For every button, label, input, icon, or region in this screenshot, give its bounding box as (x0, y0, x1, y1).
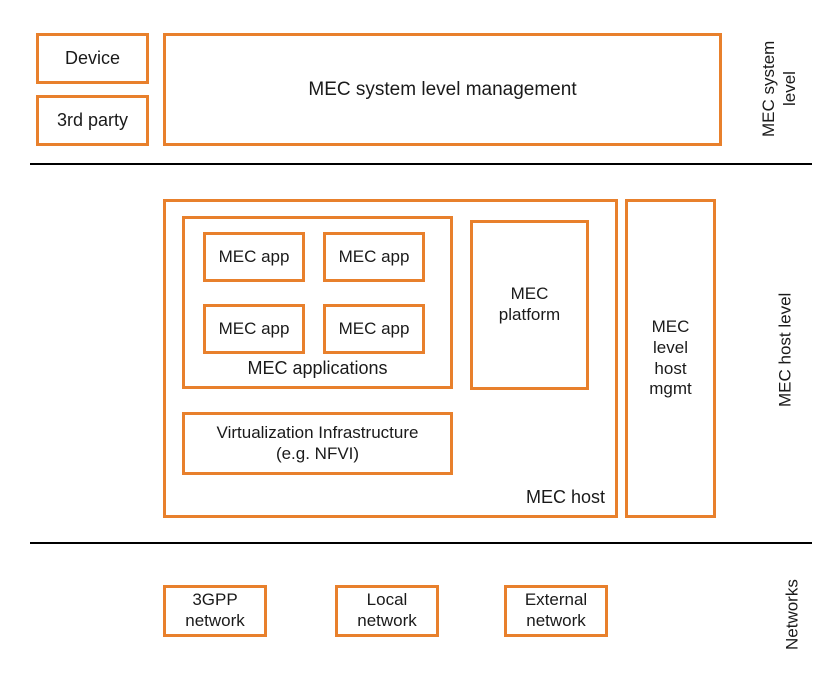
tier-divider-system-host (30, 163, 812, 165)
network-box-3gpp[interactable]: 3GPP network (163, 585, 267, 637)
third-party-box[interactable]: 3rd party (36, 95, 149, 146)
mec-level-host-mgmt-box[interactable]: MEC level host mgmt (625, 199, 716, 518)
network-box-external[interactable]: External network (504, 585, 608, 637)
network-box-local[interactable]: Local network (335, 585, 439, 637)
mec-app-box[interactable]: MEC app (203, 232, 305, 282)
tier-divider-host-networks (30, 542, 812, 544)
tier-label-mec-system-level: MEC system level (758, 40, 799, 138)
tier-label-networks: Networks (782, 579, 802, 651)
mec-platform-box[interactable]: MEC platform (470, 220, 589, 390)
mec-system-level-management-box[interactable]: MEC system level management (163, 33, 722, 146)
mec-app-box[interactable]: MEC app (323, 232, 425, 282)
mec-app-box[interactable]: MEC app (203, 304, 305, 354)
virtualization-infrastructure-box[interactable]: Virtualization Infrastructure (e.g. NFVI… (182, 412, 453, 475)
device-box[interactable]: Device (36, 33, 149, 84)
mec-app-box[interactable]: MEC app (323, 304, 425, 354)
tier-label-mec-host-level: MEC host level (775, 292, 795, 408)
